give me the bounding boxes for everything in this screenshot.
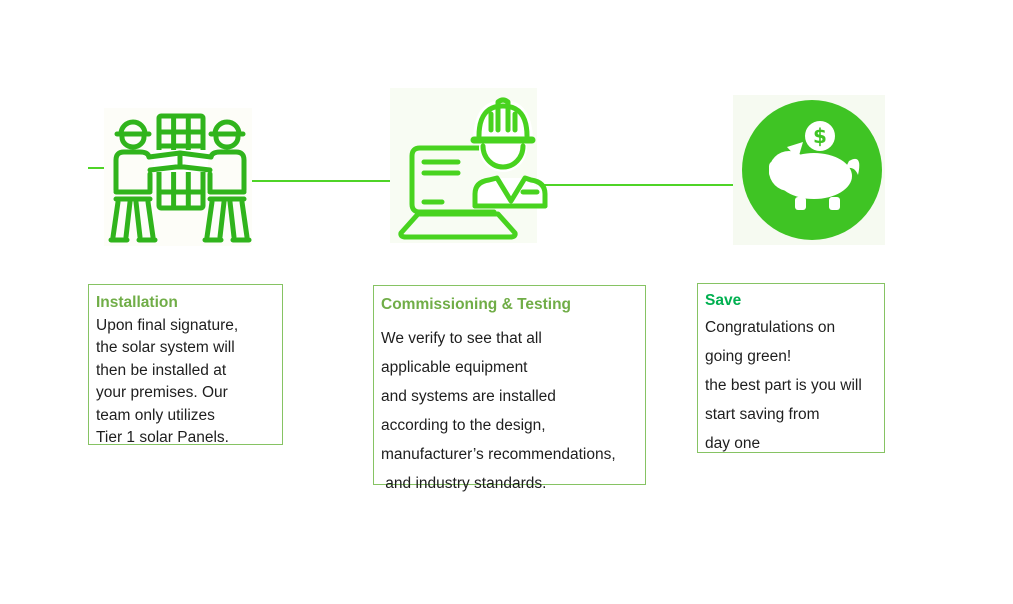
installation-title: Installation <box>96 294 178 311</box>
connector-line-2 <box>540 184 742 186</box>
description-line: going green! <box>705 347 792 365</box>
piggy-bank-icon: $ <box>742 100 882 240</box>
description-line: and systems are installed <box>381 387 556 405</box>
pig-leg <box>795 197 806 210</box>
description-line: Tier 1 solar Panels. <box>96 429 229 447</box>
description-line: Congratulations on <box>705 319 836 336</box>
torso <box>472 175 548 209</box>
description-line: the solar system will <box>96 339 235 357</box>
installation-card: Installation Upon final signature, the s… <box>88 284 283 446</box>
hard-hat-icon <box>476 103 530 139</box>
description-line: day one <box>705 434 761 452</box>
description-line: Upon final signature, <box>96 317 239 334</box>
installation-description: Upon final signature, the solar system w… <box>96 315 276 449</box>
engineer-laptop-icon <box>398 97 548 240</box>
pig-leg <box>829 197 840 210</box>
save-description: Congratulations on going green! the best… <box>705 314 878 459</box>
dollar-sign: $ <box>813 124 827 148</box>
piggy-bank-body <box>769 142 860 210</box>
description-line: your premises. Our <box>96 384 228 402</box>
description-line: and industry standards. <box>381 474 547 492</box>
description-line: the best part is you will <box>705 376 862 394</box>
description-line: We verify to see that all <box>381 330 542 347</box>
workers-carrying-solar-panel-icon <box>108 113 254 243</box>
connector-line-1 <box>245 180 414 182</box>
pig-ear <box>787 142 803 159</box>
laptop-icon <box>398 145 518 240</box>
commissioning-title: Commissioning & Testing <box>381 296 572 313</box>
description-line: then be installed at <box>96 361 227 379</box>
pig-snout <box>769 161 781 178</box>
description-line: manufacturer’s recommendations, <box>381 445 616 463</box>
face <box>480 143 526 170</box>
description-line: according to the design, <box>381 416 546 434</box>
description-line: team only utilizes <box>96 406 215 424</box>
save-title: Save <box>705 292 742 309</box>
pig-tail <box>845 158 860 175</box>
commissioning-description: We verify to see that all applicable equ… <box>381 325 639 498</box>
engineer-figure <box>470 97 548 209</box>
description-line: start saving from <box>705 405 820 423</box>
dollar-coin-icon <box>805 121 835 151</box>
worker-figure <box>108 119 183 243</box>
description-line: applicable equipment <box>381 358 528 376</box>
commissioning-card: Commissioning & Testing We verify to see… <box>373 285 646 492</box>
save-card: Save Congratulations on going green! the… <box>697 283 885 453</box>
entry-arrow-line <box>88 167 117 169</box>
